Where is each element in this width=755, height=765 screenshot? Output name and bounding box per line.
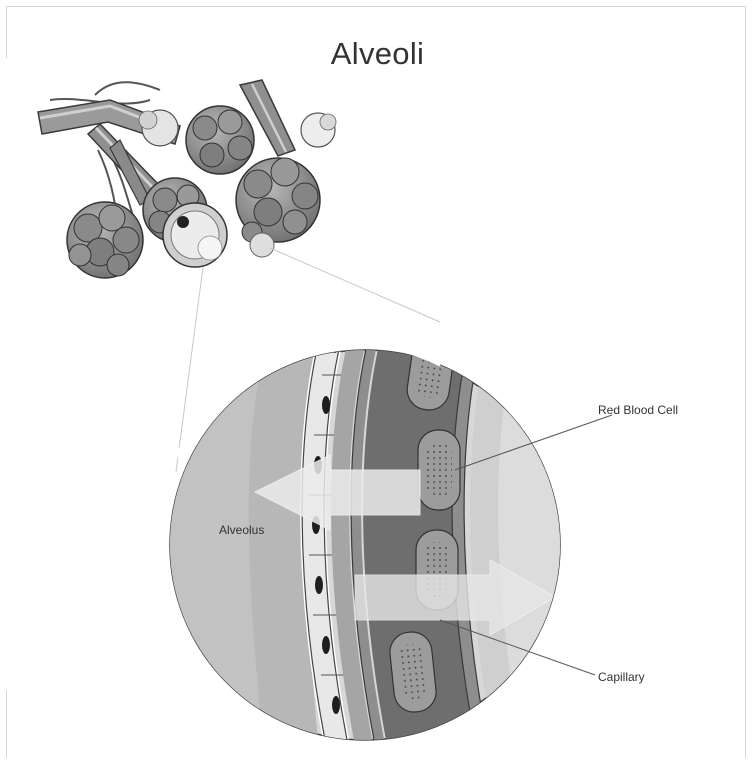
label-capillary: Capillary: [598, 670, 645, 684]
alveolar-sac-right: [236, 158, 320, 242]
label-red-blood-cell: Red Blood Cell: [598, 403, 678, 417]
sectioned-alveolus: [163, 203, 227, 267]
red-blood-cell-labeled: [418, 430, 460, 510]
label-alveolus: Alveolus: [219, 523, 264, 537]
alveolar-sac-left: [67, 202, 143, 278]
magnified-view: [150, 320, 580, 760]
bronchiole-tree-illustration: [38, 80, 336, 278]
alveolar-sac-top: [186, 106, 254, 174]
